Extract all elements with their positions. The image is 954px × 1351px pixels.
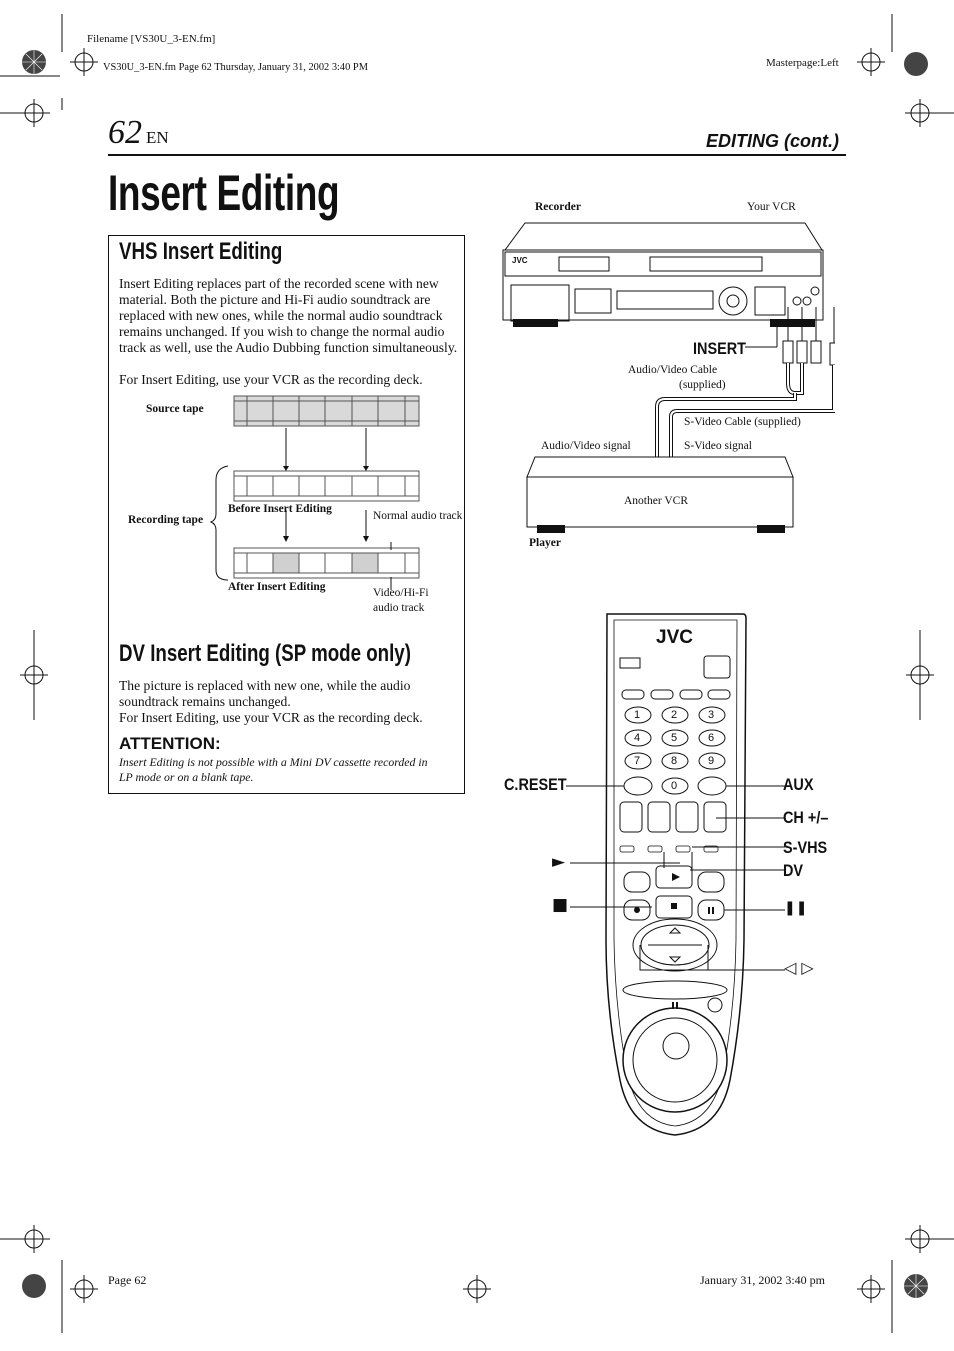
tape-diagram [209, 395, 420, 590]
page-title: Insert Editing [108, 165, 340, 221]
dv-para-1: The picture is replaced with new one, wh… [119, 678, 411, 709]
arrows-icon: ◁ ▷ [784, 958, 814, 977]
file-info-text: VS30U_3-EN.fm Page 62 Thursday, January … [103, 62, 368, 73]
source-tape-label: Source tape [146, 403, 204, 415]
remote-control [566, 613, 785, 1136]
masterpage-text: Masterpage:Left [766, 57, 839, 69]
dv-para-2: For Insert Editing, use your VCR as the … [119, 710, 423, 725]
c-reset-label: C.RESET [504, 775, 567, 794]
insert-label: INSERT [693, 339, 746, 358]
section-title: EDITING (cont.) [706, 131, 839, 151]
svideo-cable-label: S-Video Cable (supplied) [684, 416, 801, 428]
vhs-para-1: Insert Editing replaces part of the reco… [119, 276, 458, 355]
before-insert-label: Before Insert Editing [228, 503, 332, 515]
header-rule [108, 154, 846, 156]
key-6: 6 [708, 732, 715, 744]
your-vcr-label: Your VCR [747, 201, 796, 213]
aux-label: AUX [783, 775, 814, 794]
connection-diagram [502, 222, 835, 533]
attention-text: Insert Editing is not possible with a Mi… [119, 755, 428, 784]
key-0: 0 [671, 780, 678, 792]
recorder-label: Recorder [535, 201, 581, 213]
remote-brand: JVC [656, 627, 693, 648]
av-cable-label: Audio/Video Cable [628, 364, 718, 376]
svhs-label: S-VHS [783, 838, 828, 857]
ch-label: CH +/– [783, 808, 829, 827]
recorder-brand: JVC [512, 256, 528, 265]
vhs-para-2: For Insert Editing, use your VCR as the … [119, 372, 423, 387]
key-7: 7 [634, 755, 641, 767]
key-2: 2 [671, 709, 678, 721]
key-3: 3 [708, 709, 715, 721]
key-5: 5 [671, 732, 678, 744]
stop-icon: ■ [552, 895, 569, 915]
footer-date: January 31, 2002 3:40 pm [700, 1273, 825, 1287]
dv-heading: DV Insert Editing (SP mode only) [119, 640, 411, 667]
vhs-heading: VHS Insert Editing [119, 238, 283, 265]
av-signal-label: Audio/Video signal [541, 440, 631, 452]
key-8: 8 [671, 755, 678, 767]
dv-label: DV [783, 861, 804, 880]
footer-page: Page 62 [108, 1273, 147, 1287]
av-cable-supplied: (supplied) [679, 379, 726, 391]
filename-text: Filename [VS30U_3-EN.fm] [87, 33, 216, 45]
key-1: 1 [634, 709, 641, 721]
video-hifi-label: Video/Hi-Fi audio track [373, 587, 429, 614]
insert-editing-box [108, 235, 465, 794]
key-9: 9 [708, 755, 715, 767]
attention-heading: ATTENTION: [119, 734, 221, 753]
another-vcr-label: Another VCR [624, 495, 688, 507]
lang-label: EN [146, 128, 169, 147]
recording-tape-label: Recording tape [128, 514, 204, 526]
play-icon: ► [552, 852, 566, 872]
after-insert-label: After Insert Editing [228, 581, 326, 593]
player-label: Player [529, 537, 561, 549]
normal-audio-label: Normal audio track [373, 510, 463, 522]
key-4: 4 [634, 732, 641, 744]
svideo-signal-label: S-Video signal [684, 440, 752, 452]
page-number: 62 [108, 114, 142, 151]
pause-icon: ❚❚ [784, 900, 808, 916]
